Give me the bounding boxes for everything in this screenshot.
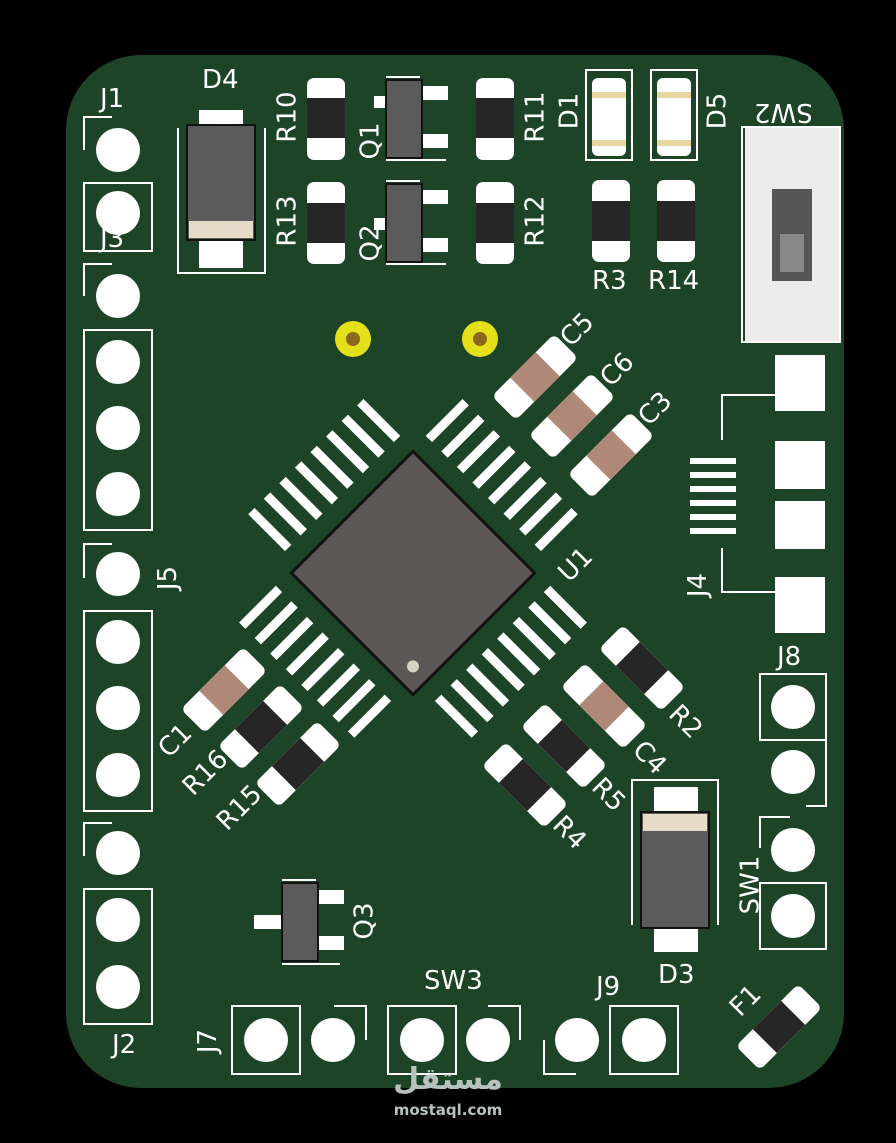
label-j1: J1 [100, 84, 125, 114]
label-sw2: SW2 [754, 97, 813, 127]
capacitor-c4 [563, 665, 645, 747]
label-j3: J3 [100, 224, 125, 254]
diode-d3 [631, 779, 719, 952]
connector-j8 [759, 673, 827, 807]
label-q1: Q1 [355, 122, 386, 160]
capacitor-c6 [531, 375, 613, 457]
label-j7: J7 [193, 1028, 224, 1054]
connector-j4 [690, 355, 825, 633]
resistor-r11 [476, 78, 514, 160]
switch-sw1 [759, 816, 827, 950]
label-j9: J9 [596, 972, 621, 1002]
label-q2: Q2 [355, 224, 386, 262]
resistor-r5 [523, 705, 605, 787]
resistor-r4 [484, 744, 566, 826]
label-sw1: SW1 [735, 855, 766, 915]
connector-j7 [231, 1005, 367, 1075]
capacitor-c5 [494, 336, 576, 418]
label-j2: J2 [112, 1030, 137, 1060]
resistor-r15 [257, 723, 339, 805]
led-d1 [585, 69, 633, 161]
transistor-q1 [374, 76, 448, 161]
label-q3: Q3 [349, 902, 380, 940]
diode-d4 [177, 110, 266, 274]
resistor-r2 [601, 627, 683, 709]
label-d4: D4 [202, 65, 239, 95]
switch-sw2 [741, 126, 841, 343]
left-headers [83, 116, 153, 1025]
label-sw3: SW3 [424, 966, 483, 996]
transistor-q3 [254, 879, 344, 965]
fuse-f1 [738, 986, 820, 1068]
label-r10: R10 [272, 91, 303, 143]
resistor-r13 [307, 182, 345, 264]
label-j4: J4 [683, 572, 714, 598]
resistor-r14 [657, 180, 695, 262]
label-j8: J8 [777, 642, 802, 672]
led-d5 [650, 69, 698, 161]
resistor-r10 [307, 78, 345, 160]
transistor-q2 [374, 180, 448, 265]
label-r11: R11 [520, 91, 551, 143]
via-1 [335, 321, 371, 357]
watermark-domain: mostaql.com [393, 1101, 503, 1119]
label-r3: R3 [592, 266, 627, 296]
label-r14: R14 [648, 266, 700, 296]
label-r12: R12 [520, 195, 551, 247]
capacitor-c3 [570, 414, 652, 496]
label-d1: D1 [554, 92, 585, 130]
capacitor-c1 [183, 649, 265, 731]
watermark-brand: مستقل [393, 1062, 503, 1097]
chip-u1 [239, 399, 587, 738]
resistor-r16 [220, 686, 302, 768]
switch-sw3 [387, 1005, 521, 1075]
label-d3: D3 [658, 960, 695, 990]
connector-j9 [543, 1005, 679, 1075]
resistor-r12 [476, 182, 514, 264]
via-2 [462, 321, 498, 357]
resistor-r3 [592, 180, 630, 262]
label-d5: D5 [702, 92, 733, 130]
label-r13: R13 [272, 195, 303, 247]
left-header-pads [96, 128, 140, 1009]
label-j5: J5 [153, 565, 184, 591]
